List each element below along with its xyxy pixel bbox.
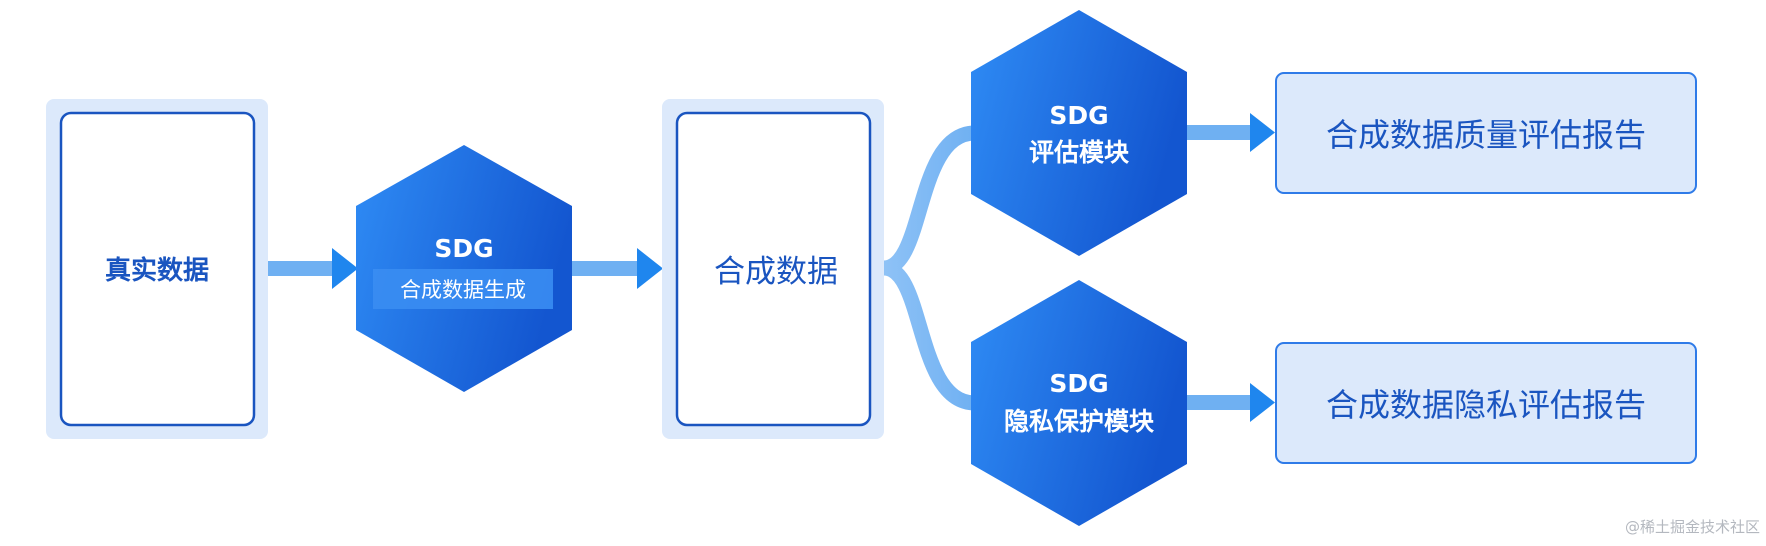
synthetic-data-label: 合成数据 bbox=[714, 254, 838, 290]
quality-report-label: 合成数据质量评估报告 bbox=[1326, 116, 1646, 154]
real-data-card: 真实数据 bbox=[46, 99, 268, 439]
arrow-evaluation-to-report bbox=[1187, 113, 1275, 152]
privacy-report-label: 合成数据隐私评估报告 bbox=[1326, 386, 1646, 424]
privacy-hexagon: SDG 隐私保护模块 bbox=[971, 280, 1187, 526]
arrow-generation-to-synthetic bbox=[572, 248, 663, 289]
synthetic-data-card: 合成数据 bbox=[662, 99, 884, 439]
watermark: @稀土掘金技术社区 bbox=[1624, 518, 1760, 536]
evaluation-hexagon: SDG 评估模块 bbox=[971, 10, 1187, 256]
generation-hexagon: SDG 合成数据生成 bbox=[356, 145, 572, 392]
arrow-privacy-to-report bbox=[1187, 383, 1275, 422]
privacy-report-box: 合成数据隐私评估报告 bbox=[1275, 342, 1697, 464]
privacy-title: SDG bbox=[1049, 369, 1108, 398]
generation-title: SDG bbox=[434, 234, 493, 263]
generation-subtitle: 合成数据生成 bbox=[400, 278, 526, 302]
evaluation-title: SDG bbox=[1049, 101, 1108, 130]
quality-report-box: 合成数据质量评估报告 bbox=[1275, 72, 1697, 194]
branch-connector bbox=[882, 125, 976, 411]
privacy-subtitle: 隐私保护模块 bbox=[1004, 407, 1154, 436]
arrow-real-to-generation bbox=[268, 248, 358, 289]
evaluation-subtitle: 评估模块 bbox=[1029, 138, 1129, 167]
real-data-label: 真实数据 bbox=[105, 255, 209, 286]
